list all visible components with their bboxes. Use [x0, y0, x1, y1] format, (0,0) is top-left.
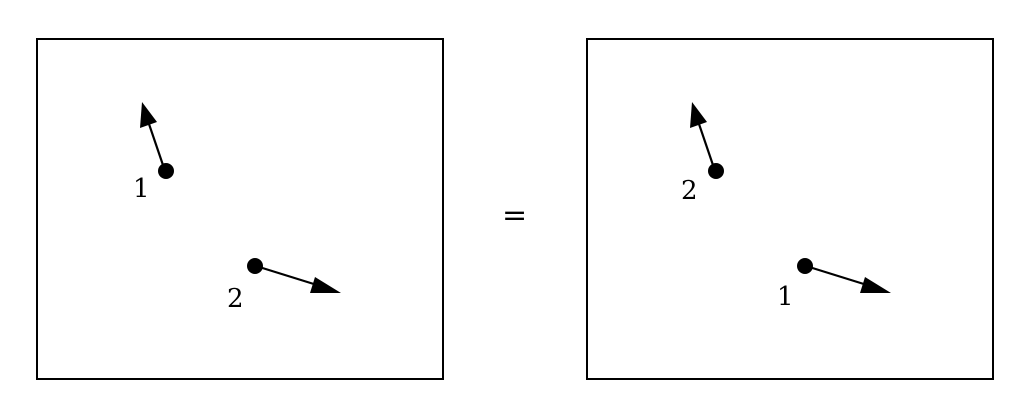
- right-panel-frame: [586, 38, 994, 380]
- left-lower-particle: 2: [227, 258, 341, 314]
- left-upper-momentum-arrowhead: [140, 102, 157, 128]
- left-upper-particle: 1: [133, 102, 174, 204]
- right-upper-particle-dot: [708, 163, 724, 179]
- right-upper-momentum-arrowhead: [690, 102, 707, 128]
- equals-sign: =: [502, 198, 527, 233]
- left-lower-momentum-arrow-shaft: [255, 264, 318, 287]
- right-lower-particle-label: 1: [777, 282, 794, 312]
- left-upper-momentum-arrow-shaft: [147, 123, 167, 172]
- left-lower-particle-label: 2: [227, 284, 244, 314]
- left-panel-frame: [36, 38, 444, 380]
- right-lower-particle: 1: [777, 258, 891, 312]
- right-upper-particle-label: 2: [681, 176, 698, 206]
- right-lower-momentum-arrow-shaft: [805, 264, 868, 287]
- left-panel: 1 2: [36, 38, 444, 380]
- left-lower-momentum-arrowhead: [310, 277, 341, 293]
- left-lower-particle-dot: [247, 258, 263, 274]
- right-upper-momentum-arrow-shaft: [697, 123, 717, 172]
- right-lower-particle-dot: [797, 258, 813, 274]
- right-panel: 2 1: [586, 38, 994, 380]
- left-upper-particle-label: 1: [133, 174, 150, 204]
- left-upper-particle-dot: [158, 163, 174, 179]
- right-upper-particle: 2: [681, 102, 724, 206]
- right-lower-momentum-arrowhead: [860, 277, 891, 293]
